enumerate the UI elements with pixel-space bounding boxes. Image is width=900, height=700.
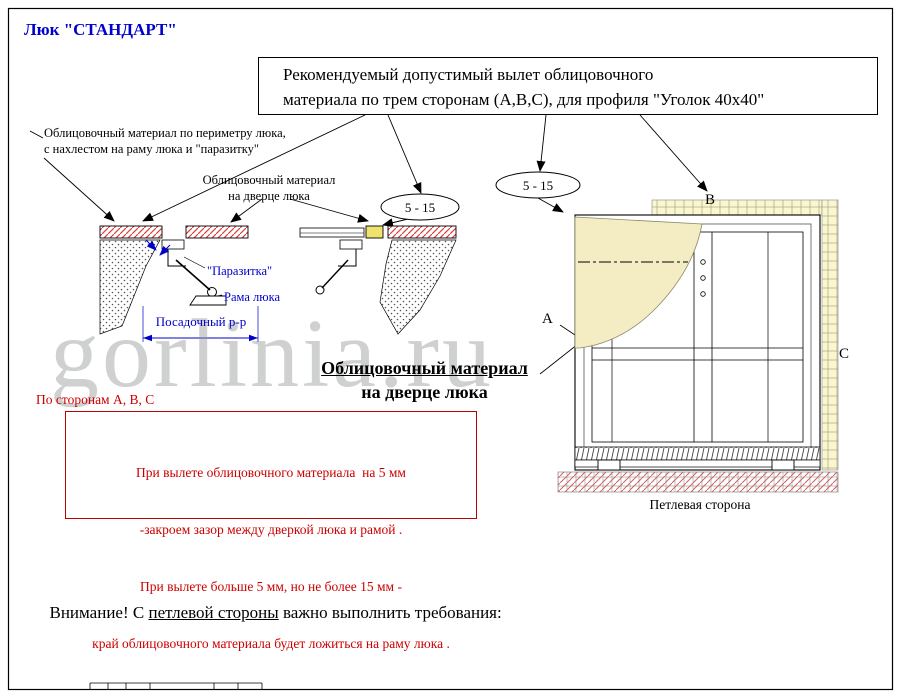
dimension-ellipses — [380, 171, 581, 221]
red-note-line-3: При вылете больше 5 мм, но не более 15 м… — [140, 579, 402, 594]
front-view — [557, 199, 839, 493]
annotation-perimeter-material: Облицовочный материал по периметру люка,… — [44, 125, 286, 157]
note-line-2: материала по трем сторонам (А,В,С), для … — [283, 90, 765, 109]
requirements-block: Внимание! С петлевой стороны важно выпол… — [24, 527, 888, 700]
red-note-line-1: При вылете облицовочного материала на 5 … — [136, 465, 406, 480]
detail-1-blue-marks — [142, 239, 259, 342]
side-label-b: В — [705, 192, 716, 208]
red-note-line-4: край облицовочного материала будет ложит… — [92, 636, 450, 651]
page-frame — [7, 7, 894, 691]
annotation-perimeter-line-1: Облицовочный материал по периметру люка, — [44, 126, 286, 140]
cross-section-detail-1 — [99, 225, 249, 335]
requirements-intro-suffix: важно выполнить требования: — [278, 602, 502, 622]
annotation-door-line-2: на дверце люка — [228, 189, 310, 203]
red-note-box: При вылете облицовочного материала на 5 … — [65, 411, 477, 651]
requirements-intro-prefix: Внимание! С — [49, 602, 149, 622]
side-label-a: А — [542, 311, 553, 327]
annotation-perimeter-line-2: с нахлестом на раму люка и "паразитку" — [44, 142, 260, 156]
label-hinge-side: Петлевая сторона — [649, 497, 751, 512]
callout-door-big-line-2: на дверце люка — [361, 382, 488, 402]
label-parazitka: "Паразитка" — [207, 264, 273, 278]
label-hatch-frame: Рама люка — [224, 290, 281, 304]
note-line-1: Рекомендуемый допустимый вылет облицовоч… — [283, 65, 654, 84]
callout-door-big-line-1: Облицовочный материал — [321, 358, 528, 378]
dimension-right: 5 - 15 — [522, 178, 554, 193]
requirements-intro-underlined: петлевой стороны — [148, 602, 279, 622]
red-note-line-2: -закроем зазор между дверкой люка и рамо… — [139, 522, 403, 537]
cross-section-detail-2 — [299, 225, 457, 335]
page-title: Люк "СТАНДАРТ" — [24, 20, 177, 39]
requirements-intro: Внимание! С петлевой стороны важно выпол… — [24, 576, 888, 650]
dimension-left: 5 - 15 — [404, 200, 436, 215]
annotation-door-material: Облицовочный материал на дверце люка — [183, 172, 355, 204]
red-note-title: По сторонам А, В, С — [36, 392, 155, 407]
annotation-door-line-1: Облицовочный материал — [202, 173, 336, 187]
side-label-c: С — [839, 346, 850, 362]
label-seat-size: Посадочный р-р — [155, 314, 247, 329]
callout-door-material-big: Облицовочный материал на дверце люка — [302, 356, 547, 404]
recommendation-note-box: Рекомендуемый допустимый вылет облицовоч… — [258, 57, 878, 115]
